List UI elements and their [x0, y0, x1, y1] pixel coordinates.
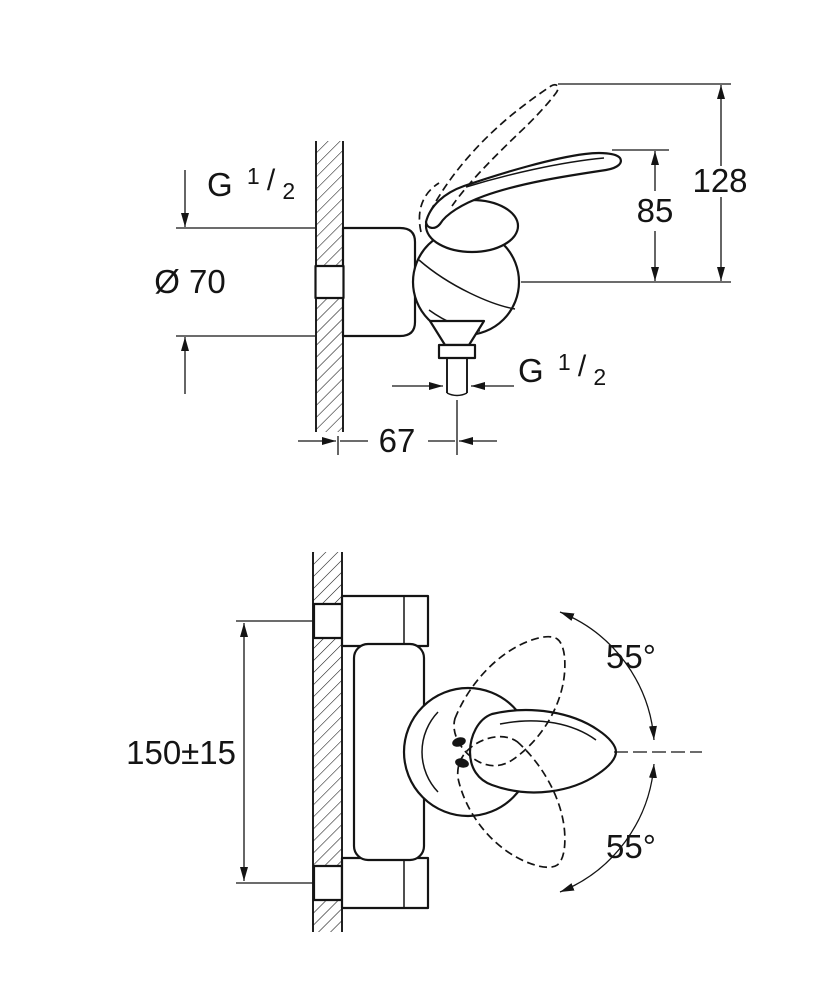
front-view: 55° 55° 150±15 — [126, 552, 702, 932]
thread-denominator: 2 — [593, 364, 606, 390]
swing-angle-up: 55° — [559, 611, 657, 741]
dim-128-label: 128 — [692, 162, 747, 199]
union-nut-top — [312, 602, 344, 640]
thread-slash: / — [267, 164, 276, 197]
lever-handle-side — [424, 151, 622, 229]
hose-thread-callout: G 1 / 2 — [392, 340, 606, 390]
outlet-nut — [437, 343, 477, 360]
dim-85-label: 85 — [637, 192, 674, 229]
body-contour-arc — [418, 259, 516, 310]
escutcheon-side — [341, 226, 417, 338]
outlet-cone — [428, 319, 486, 347]
union-escutcheon-top — [340, 594, 430, 648]
inlet-connection-square — [314, 264, 345, 300]
thread-prefix: G — [518, 352, 544, 389]
angle-up-label: 55° — [606, 638, 656, 675]
union-connection-top — [312, 594, 430, 648]
inlet-thread-label: G 1 / 2 — [207, 154, 295, 204]
thread-numerator: 1 — [247, 163, 260, 189]
dimension-handle-height: 85 — [637, 151, 674, 281]
swing-angle-down: 55° — [559, 763, 657, 893]
lever-raised-position-dashed — [418, 84, 559, 233]
dimension-wall-to-outlet: 67 — [298, 400, 497, 459]
angle-down-label: 55° — [606, 828, 656, 865]
thread-prefix: G — [207, 166, 233, 203]
top-view: 128 85 Ø 70 G 1 / 2 G 1 / — [154, 83, 748, 459]
hose-outlet — [428, 319, 486, 397]
dimension-total-height: 128 — [692, 85, 748, 281]
union-escutcheon-bottom — [340, 856, 430, 910]
hose-thread-label: G 1 / 2 — [518, 340, 606, 390]
boss-inner-arc — [421, 711, 439, 793]
union-nut-bottom — [312, 864, 344, 902]
dim-150-label: 150±15 — [126, 734, 236, 771]
lever-detail-line — [465, 157, 605, 188]
lever-handle-front — [468, 708, 618, 794]
dimension-escutcheon-diameter: Ø 70 — [154, 170, 226, 394]
dim-diameter-label: Ø 70 — [154, 263, 226, 300]
thread-denominator: 2 — [282, 178, 295, 204]
logo-mark-lower — [455, 758, 469, 768]
thread-slash: / — [578, 350, 587, 383]
outlet-tube-end — [446, 392, 468, 397]
thread-numerator: 1 — [558, 349, 571, 375]
union-connection-bottom — [312, 856, 430, 910]
dim-67-label: 67 — [379, 422, 416, 459]
dimension-pipe-distance: 150±15 — [126, 620, 314, 884]
